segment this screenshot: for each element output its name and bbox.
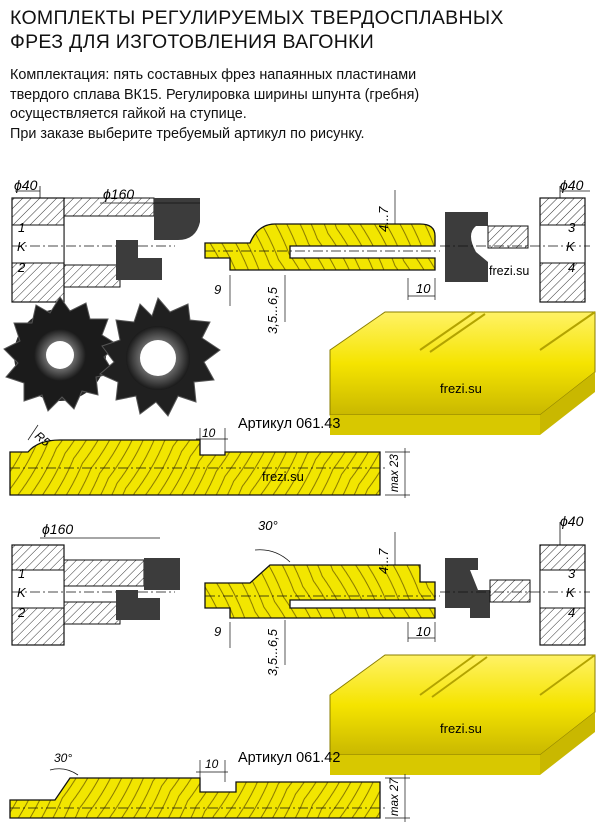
description: Комплектация: пять составных фрез напаян… <box>10 66 590 144</box>
dim-10b-b: 10 <box>205 757 219 771</box>
watermark-4: frezi.su <box>440 721 482 736</box>
dim-3-5-6-5: 3,5...6,5 <box>265 286 280 334</box>
mark-k-right: K <box>566 239 576 254</box>
left-cutter-tooth-2 <box>116 240 162 280</box>
dim-3-5-6-5-b: 3,5...6,5 <box>265 628 280 676</box>
dim-d160-b: ϕ160 <box>42 521 73 537</box>
watermark-2: frezi.su <box>440 381 482 396</box>
section-a: 10 R5 max 23 frezi.su <box>9 424 410 498</box>
board-3d-b: frezi.su <box>329 654 596 775</box>
dim-d160: ϕ160 <box>103 186 134 202</box>
board-3d-a: frezi.su <box>329 311 596 435</box>
mark-k-right-b: K <box>566 585 576 600</box>
dim-10: 10 <box>416 281 431 296</box>
mark-4-b: 4 <box>568 605 575 620</box>
set-a-left-cutter: ϕ40 ϕ160 1 K 2 <box>11 177 200 303</box>
dim-30deg-b: 30° <box>54 751 72 765</box>
mark-3: 3 <box>568 220 576 235</box>
set-a-right-cutter: ϕ40 3 K 4 frezi.su <box>440 177 590 303</box>
mark-2-b: 2 <box>17 605 26 620</box>
right-cutter-tooth <box>445 212 488 282</box>
set-b-right-cutter: ϕ40 3 K 4 <box>440 513 590 646</box>
mark-k: K <box>17 239 27 254</box>
mark-1-b: 1 <box>18 566 25 581</box>
dim-9: 9 <box>214 282 221 297</box>
description-line-4: При заказе выберите требуемый артикул по… <box>10 125 365 142</box>
watermark-1: frezi.su <box>489 264 529 278</box>
dim-4-7-b: 4...7 <box>376 548 391 574</box>
article-061-43: Артикул 061.43 <box>238 416 340 432</box>
watermark-3: frezi.su <box>262 469 304 484</box>
set-b-left-cutter: ϕ160 1 K 2 <box>11 521 180 646</box>
mark-k-b: K <box>17 585 27 600</box>
section-b: 30° 10 max 27 <box>9 751 410 822</box>
dim-4-7: 4...7 <box>376 206 391 232</box>
description-line-3: осуществляется гайкой на ступице. <box>10 106 247 122</box>
mark-1: 1 <box>18 220 25 235</box>
dim-max27: max 27 <box>389 778 401 816</box>
description-line-1: Комплектация: пять составных фрез напаян… <box>10 67 417 83</box>
set-b-profile: 30° 9 3,5...6,5 4...7 10 <box>204 518 440 676</box>
title-line-2: ФРЕЗ ДЛЯ ИЗГОТОВЛЕНИЯ ВАГОНКИ <box>10 31 375 53</box>
dim-30deg: 30° <box>258 518 278 533</box>
dim-9-b: 9 <box>214 624 221 639</box>
set-a-profile: 9 3,5...6,5 4...7 10 <box>204 190 440 334</box>
left-cutter-tooth <box>154 198 200 240</box>
dim-10b: 10 <box>202 426 216 440</box>
mark-3-b: 3 <box>568 566 576 581</box>
dim-max23: max 23 <box>389 454 401 492</box>
article-061-42: Артикул 061.42 <box>238 750 340 766</box>
right-cutter-tooth-b <box>445 558 490 618</box>
description-line-2: твердого сплава ВК15. Регулировка ширины… <box>10 86 420 103</box>
dim-d40-right-b: ϕ40 <box>560 513 584 529</box>
title-line-1: КОМПЛЕКТЫ РЕГУЛИРУЕМЫХ ТВЕРДОСПЛАВНЫХ <box>10 7 504 29</box>
left-cutter-tooth-b <box>144 558 180 590</box>
dim-d40-left: ϕ40 <box>14 177 38 193</box>
mark-2: 2 <box>17 260 26 275</box>
dim-10-b: 10 <box>416 624 431 639</box>
dim-d40-right: ϕ40 <box>560 177 584 193</box>
board-profile-b <box>204 564 436 619</box>
cutter-photo <box>3 296 221 417</box>
board-profile-a <box>204 223 436 271</box>
page-title: КОМПЛЕКТЫ РЕГУЛИРУЕМЫХ ТВЕРДОСПЛАВНЫХ ФР… <box>10 6 590 54</box>
mark-4: 4 <box>568 260 575 275</box>
